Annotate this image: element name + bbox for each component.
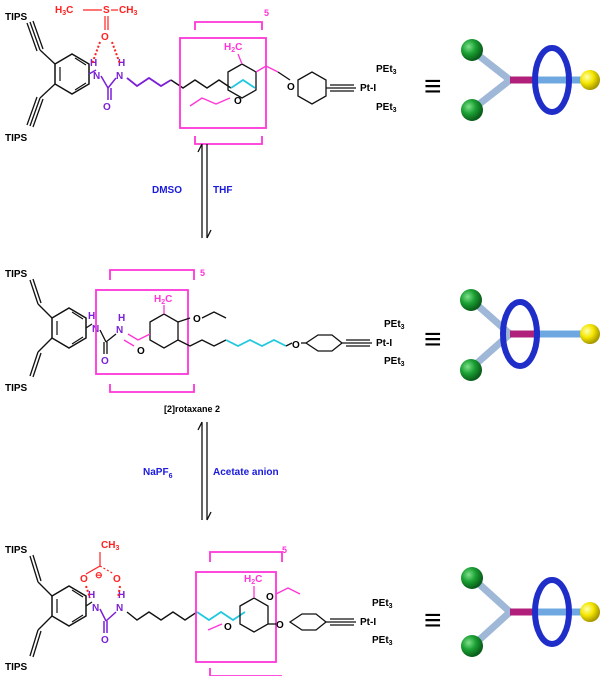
pillararene-middle: 5 H2C O O <box>95 268 227 393</box>
napf6-arrow-label: NaPF6 <box>143 467 173 480</box>
o-label: O <box>292 340 300 351</box>
middle-molecule: TIPS TIPS N H O N H 5 H2C O O <box>5 268 600 414</box>
minus-symbol: ⊖ <box>95 570 103 580</box>
pt-label: Pt-I <box>360 617 376 628</box>
pet3-label: PEt3 <box>376 64 397 76</box>
n-label: N <box>116 71 123 82</box>
h3c-label: H3C <box>55 5 73 17</box>
pt-label: Pt-I <box>376 338 392 349</box>
nh-label: H <box>88 590 95 601</box>
tips-label: TIPS <box>5 545 28 556</box>
o-label: O <box>101 635 109 646</box>
o-label: O <box>224 622 232 633</box>
equilibrium-arrows-2: NaPF6 Acetate anion <box>143 421 279 521</box>
ch3-label: CH3 <box>119 5 137 17</box>
cartoon-top <box>461 39 592 121</box>
cartoon-bottom <box>461 567 600 657</box>
pet3-label: PEt3 <box>384 319 405 331</box>
n-label: N <box>116 603 123 614</box>
equiv-symbol: ≡ <box>424 323 442 356</box>
thf-arrow-label: THF <box>213 185 232 196</box>
dmso-guest: H3C S CH3 O <box>55 5 137 65</box>
bottom-molecule: TIPS TIPS N H O N H CH3 O O ⊖ <box>5 540 600 676</box>
pt-label: Pt-I <box>360 83 376 94</box>
nh-label: H <box>118 590 125 601</box>
o-label: O <box>266 592 274 603</box>
tips-label: TIPS <box>5 133 28 144</box>
equiv-symbol: ≡ <box>424 604 442 637</box>
h2c-label: H2C <box>154 294 172 306</box>
s-label: S <box>103 5 110 16</box>
nh-label: H <box>118 58 125 69</box>
nh-label: H <box>118 313 125 324</box>
nh-label: H <box>88 311 95 322</box>
stopper-yellow-top <box>580 70 600 90</box>
acetate-guest: CH3 O O ⊖ <box>80 540 121 599</box>
o-label: O <box>103 102 111 113</box>
o-label: O <box>234 96 242 107</box>
pillararene-top: 5 H2C O <box>179 8 279 145</box>
pillararene-bottom: 5 H2C O O <box>195 545 301 676</box>
o-label: O <box>276 620 284 631</box>
top-molecule: TIPS TIPS H N O N H H3C S CH3 O <box>5 5 592 145</box>
pet3-label: PEt3 <box>376 102 397 114</box>
tips-label: TIPS <box>5 12 28 23</box>
n-label: N <box>93 71 100 82</box>
tips-label: TIPS <box>5 269 28 280</box>
o-label: O <box>80 574 88 585</box>
tips-label: TIPS <box>5 383 28 394</box>
h2c-label: H2C <box>224 42 242 54</box>
h2c-label: H2C <box>244 574 262 586</box>
n-label: N <box>116 325 123 336</box>
equiv-symbol: ≡ <box>424 70 442 103</box>
pet3-label: PEt3 <box>384 356 405 368</box>
equilibrium-arrows-1: DMSO THF <box>152 143 232 239</box>
n-label: N <box>92 603 99 614</box>
pet3-label: PEt3 <box>372 635 393 647</box>
o-label: O <box>101 32 109 43</box>
o-label: O <box>287 82 295 93</box>
acetate-arrow-label: Acetate anion <box>213 467 279 478</box>
o-label: O <box>113 574 121 585</box>
dmso-arrow-label: DMSO <box>152 185 182 196</box>
pet3-label: PEt3 <box>372 598 393 610</box>
cartoon-middle <box>460 289 600 381</box>
repeat-label: 5 <box>282 545 287 555</box>
o-label: O <box>137 346 145 357</box>
tips-label: TIPS <box>5 662 28 673</box>
rotaxane-caption: [2]rotaxane 2 <box>164 404 220 414</box>
o-label: O <box>101 356 109 367</box>
nh-label: H <box>90 58 97 69</box>
repeat-label: 5 <box>264 8 269 18</box>
repeat-label: 5 <box>200 268 205 278</box>
o-label: O <box>193 314 201 325</box>
ch3-label: CH3 <box>101 540 119 552</box>
